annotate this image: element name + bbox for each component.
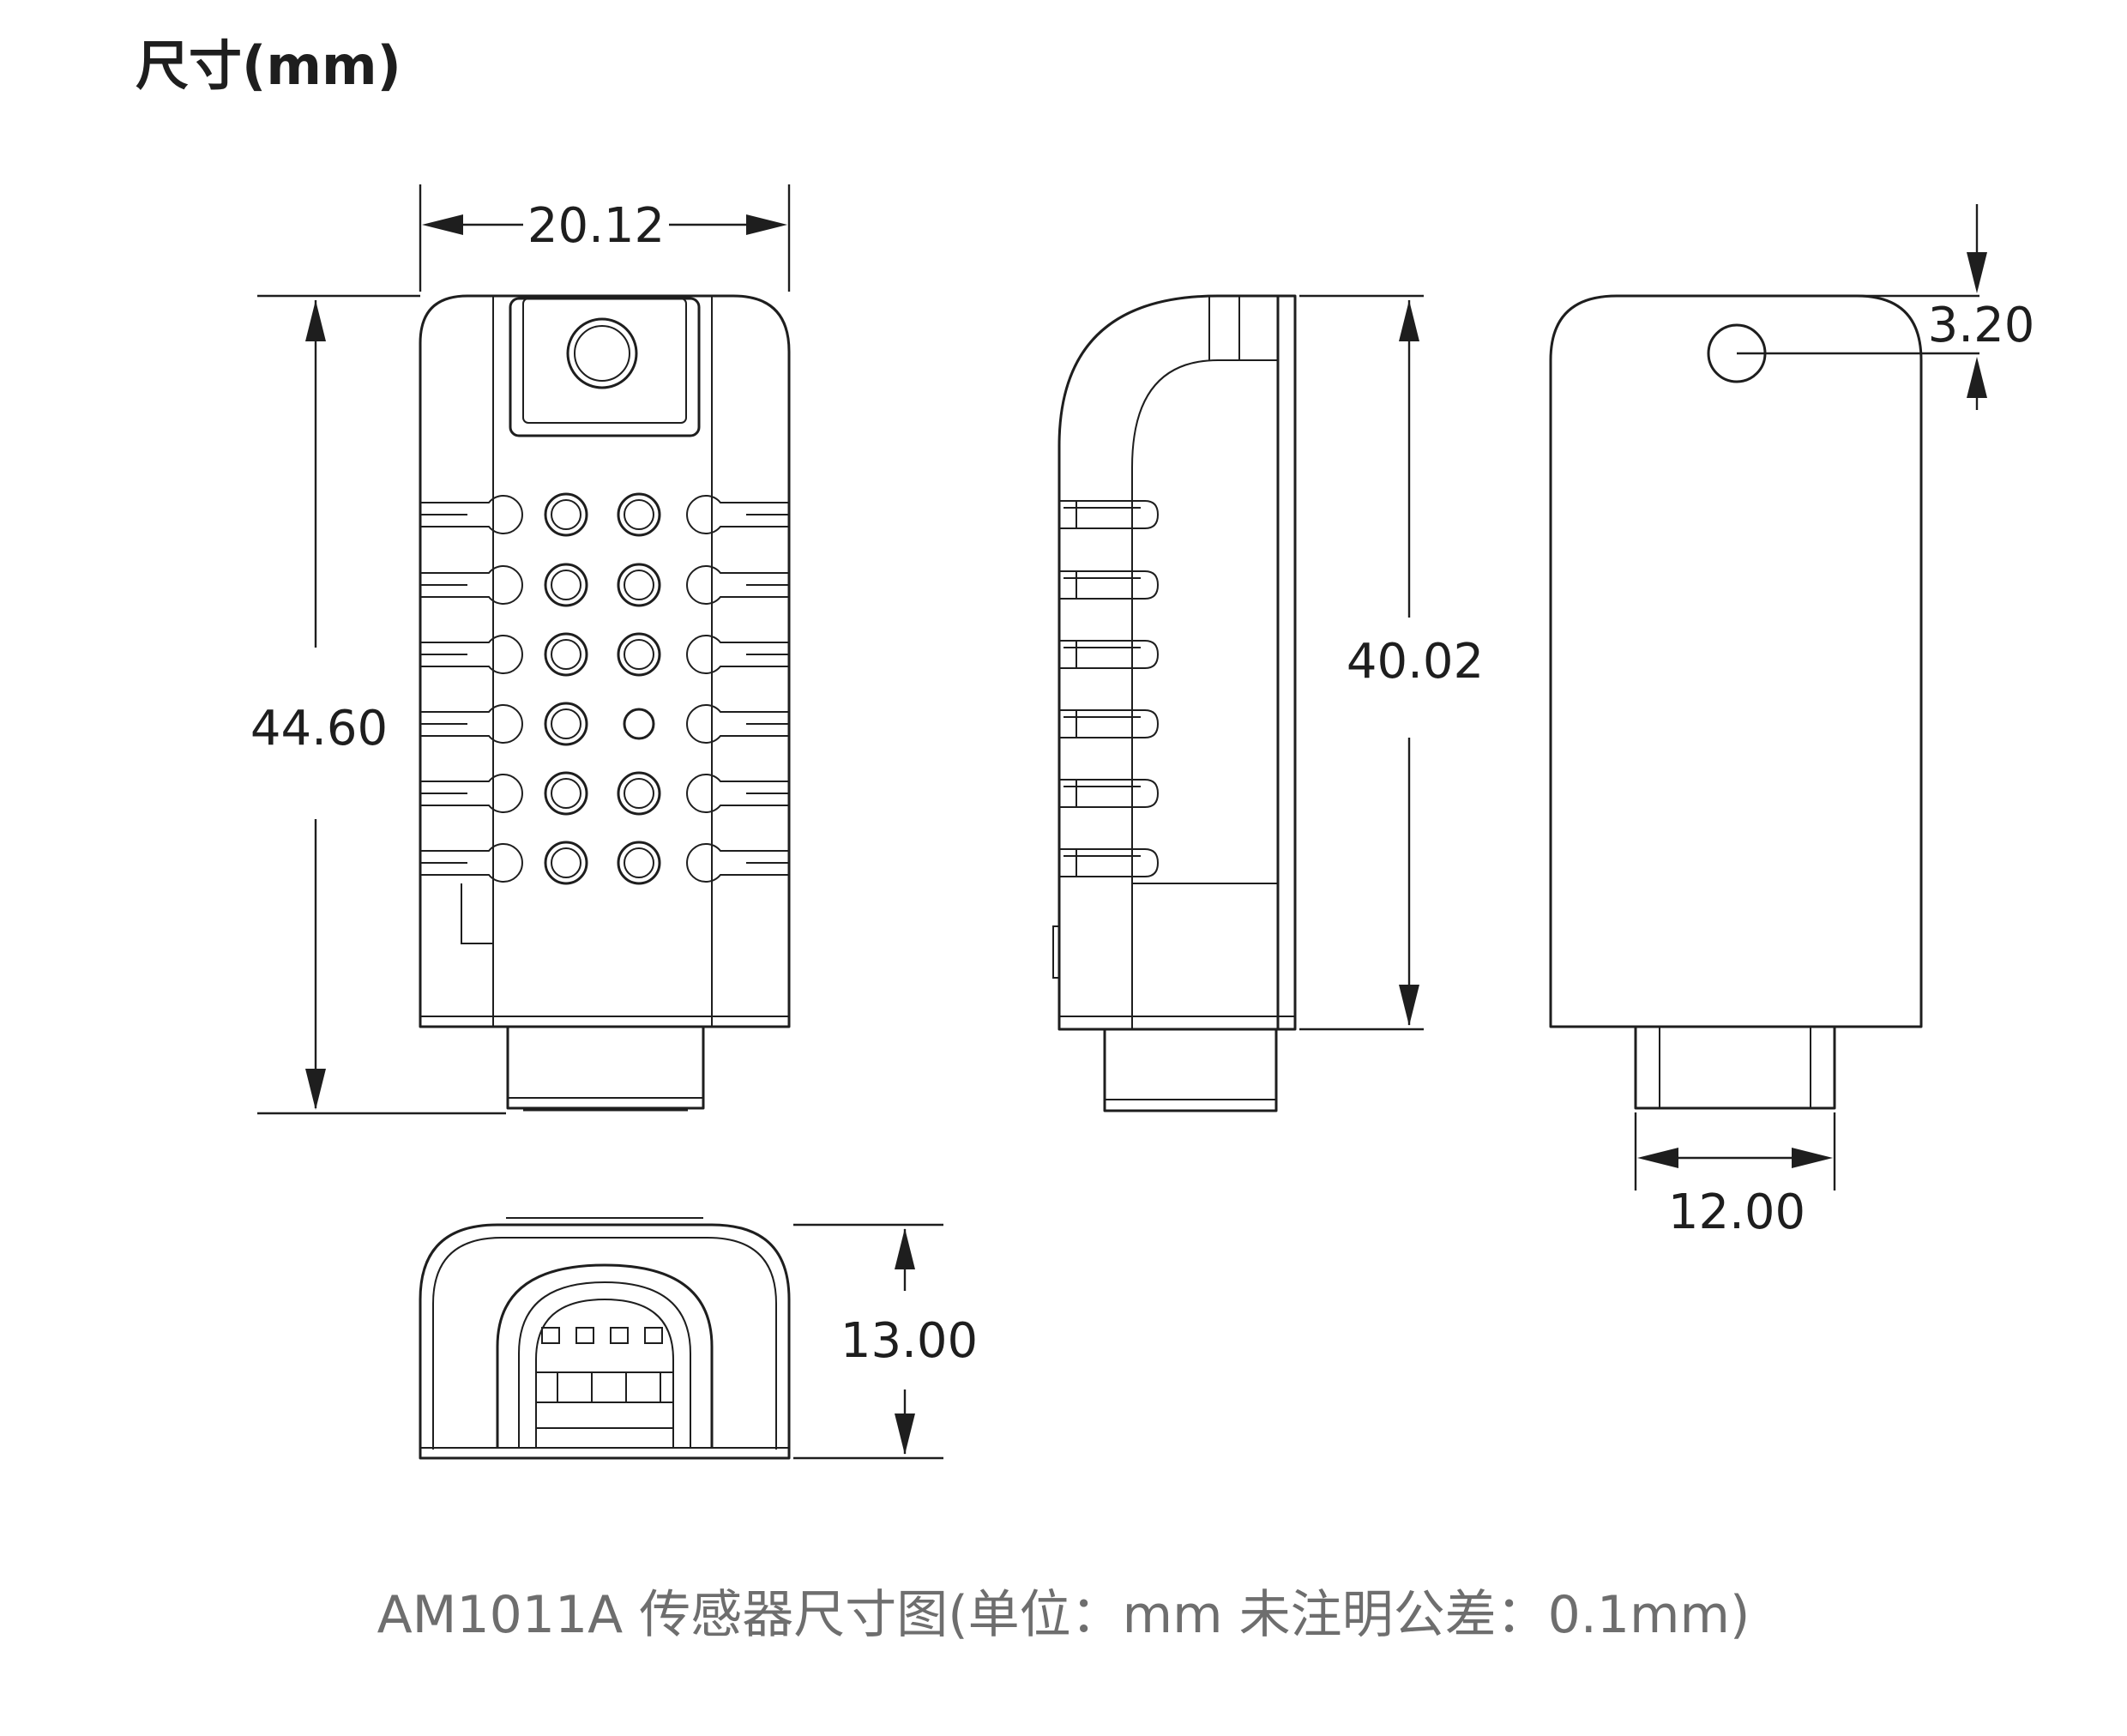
front-height-dimension: 44.60	[250, 294, 506, 1115]
vent-slot-right	[686, 704, 789, 744]
back-view	[1549, 294, 1923, 1110]
section-title: 尺寸(mm)	[136, 34, 401, 97]
vent-slot-right	[686, 565, 789, 605]
connector-pin	[644, 1327, 663, 1344]
front-connector	[506, 1025, 705, 1110]
vent-hole-inner	[551, 570, 581, 600]
vent-hole-inner	[624, 499, 654, 530]
front-width-dimension: 20.12	[419, 184, 791, 292]
vent-hole	[617, 771, 661, 816]
side-rib	[1059, 640, 1160, 669]
figure-caption: AM1011A 传感器尺寸图(单位：mm 未注明公差：0.1mm)	[377, 1585, 1750, 1645]
back-connector-width-dimension: 12.00	[1634, 1112, 1836, 1240]
vent-hole-inner	[551, 778, 581, 809]
vent-hole-inner	[551, 708, 581, 739]
vent-hole-inner	[624, 778, 654, 809]
side-rib	[1059, 570, 1160, 600]
vent-hole	[544, 492, 588, 537]
vent-hole-inner	[624, 570, 654, 600]
side-rib	[1059, 848, 1160, 877]
vent-hole-inner	[624, 847, 654, 878]
vent-hole	[617, 492, 661, 537]
front-view	[419, 294, 791, 1112]
side-rib	[1059, 500, 1160, 529]
bottom-height-dimension: 13.00	[793, 1223, 978, 1460]
back-connector-width-label: 12.00	[1668, 1184, 1805, 1240]
connector-pin	[610, 1327, 629, 1344]
vent-hole-inner	[624, 639, 654, 670]
bottom-view	[419, 1217, 791, 1460]
vent-slot-right	[686, 843, 789, 883]
back-hole-offset-dimension: 3.20	[1737, 204, 2034, 410]
vent-hole	[544, 702, 588, 746]
back-hole-offset-label: 3.20	[1928, 298, 2035, 353]
vent-slot-left	[420, 843, 523, 883]
vent-slot-left	[420, 495, 523, 534]
side-view	[1052, 294, 1297, 1112]
side-rib	[1059, 709, 1160, 738]
vent-slot-right	[686, 774, 789, 813]
vent-slot-right	[686, 495, 789, 534]
vent-slot-left	[420, 565, 523, 605]
front-lens-circle	[566, 317, 638, 389]
vent-hole	[617, 563, 661, 607]
vent-slot-right	[686, 635, 789, 674]
vent-hole	[623, 708, 655, 740]
vent-slot-left	[420, 774, 523, 813]
vent-hole	[617, 841, 661, 885]
vent-slot-left	[420, 635, 523, 674]
side-connector	[1103, 1028, 1278, 1112]
vent-hole	[617, 632, 661, 677]
front-width-label: 20.12	[527, 198, 665, 254]
side-rib	[1059, 779, 1160, 808]
back-connector	[1634, 1025, 1836, 1110]
side-height-label: 40.02	[1347, 634, 1484, 690]
vent-hole	[544, 771, 588, 816]
vent-hole-inner	[551, 639, 581, 670]
vent-hole	[544, 841, 588, 885]
vent-hole	[544, 563, 588, 607]
vent-hole-inner	[551, 847, 581, 878]
connector-pin	[541, 1327, 560, 1344]
connector-pin	[575, 1327, 594, 1344]
vent-hole-inner	[551, 499, 581, 530]
front-height-label: 44.60	[250, 701, 388, 756]
side-height-dimension: 40.02	[1299, 294, 1484, 1031]
bottom-height-label: 13.00	[841, 1313, 978, 1369]
vent-hole	[544, 632, 588, 677]
vent-slot-left	[420, 704, 523, 744]
